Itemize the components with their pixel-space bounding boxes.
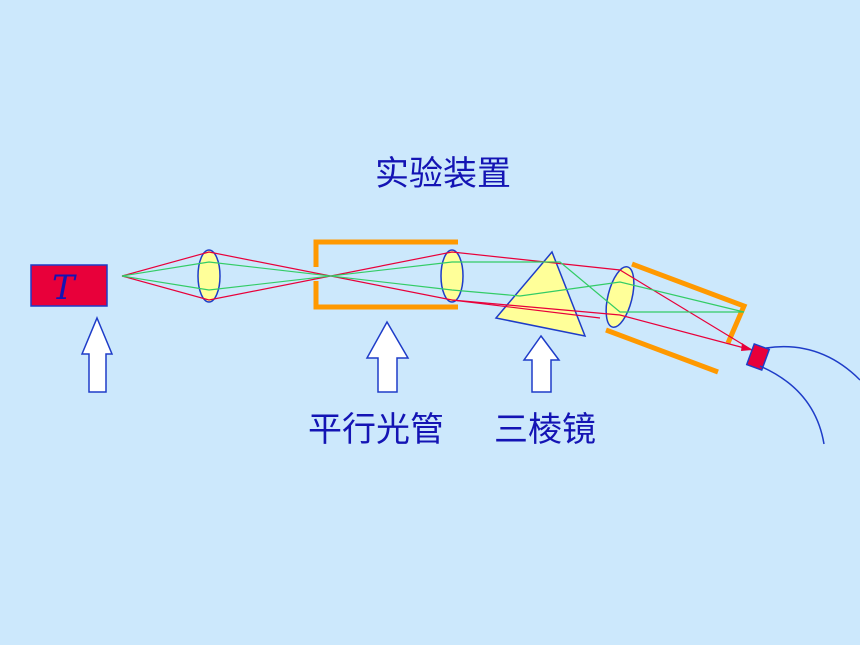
up-arrow-icon — [522, 334, 561, 393]
green-rays — [121, 261, 745, 313]
collimator-tube — [313, 239, 458, 310]
page-title: 实验装置 — [375, 154, 511, 194]
lens-1 — [197, 249, 221, 303]
red-rays — [121, 251, 753, 351]
up-arrow-icon — [80, 316, 114, 393]
up-arrow-icon — [365, 320, 410, 393]
lens-3 — [605, 266, 635, 328]
collimator-label: 平行光管 — [308, 410, 444, 450]
source-letter: T — [52, 268, 75, 308]
light-source-box — [30, 264, 108, 307]
prism-label: 三棱镜 — [494, 410, 596, 450]
detector — [745, 342, 771, 372]
detector-cable-1 — [765, 345, 860, 381]
prism — [494, 250, 587, 338]
telescope-tube — [605, 261, 748, 375]
lens-2 — [440, 249, 464, 303]
red-arrowhead — [741, 343, 752, 351]
detector-cable-2 — [759, 365, 825, 445]
